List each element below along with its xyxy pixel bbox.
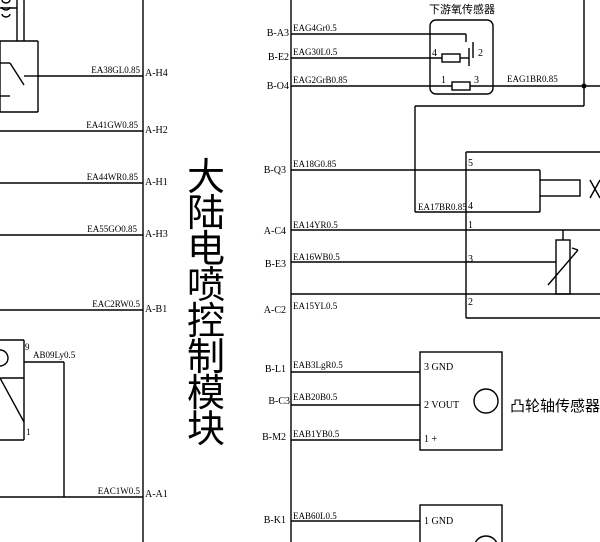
wire-label: EA55GO0.85	[87, 224, 137, 234]
pin-label: A-H3	[145, 229, 168, 240]
pin-label: B-M2	[262, 432, 286, 443]
left-lower-component	[0, 339, 65, 497]
pin-label: A-A1	[145, 489, 168, 500]
throttle-pins: 5 4 1 3 2	[468, 158, 473, 308]
pin-number: 3	[468, 254, 473, 265]
wire-label: EAG4Gr0.5	[293, 23, 337, 33]
wire-label: EAC2RW0.5	[92, 299, 140, 309]
pin-label: A-C4	[264, 226, 286, 237]
wire-label: EAC1W0.5	[98, 486, 141, 496]
pin-label: B-O4	[267, 81, 289, 92]
right-wire-labels: EAG4Gr0.5 EAG30L0.5 EAG2GrB0.85 EA18G0.8…	[293, 23, 348, 521]
pin-label: B-A3	[267, 28, 289, 39]
pin-number: 1	[26, 427, 31, 437]
pin-number: 2	[468, 297, 473, 308]
pin-number: 3	[474, 75, 479, 86]
terminal-label: 1 +	[424, 434, 438, 445]
wire-label: EA16WB0.5	[293, 252, 340, 262]
o2-sensor-symbol	[291, 0, 600, 212]
wire-label: EA17BR0.85	[418, 202, 467, 212]
relay-component	[0, 0, 143, 113]
cam-sensor-terminals: 3 GND 2 VOUT 1 +	[424, 362, 459, 445]
terminal-label: 2 VOUT	[424, 400, 459, 411]
wire-label: EAG1BR0.85	[507, 74, 558, 84]
wire-label: EAG2GrB0.85	[293, 75, 348, 85]
wire-label: EA41GW0.85	[86, 120, 138, 130]
wire-label: EA18G0.85	[293, 159, 337, 169]
wire-label: EAG30L0.5	[293, 47, 338, 57]
o2-sensor-pins: 4 2 1 3	[432, 48, 483, 86]
pin-label: A-B1	[145, 304, 167, 315]
left-component-labels: 9 AB09Ly0.5 1	[25, 342, 76, 437]
wire-label: AB09Ly0.5	[33, 350, 76, 360]
wire-label: EA44WR0.85	[87, 172, 139, 182]
wire-label: EA15YL0.5	[293, 301, 338, 311]
title-char: 大	[187, 155, 225, 199]
module-title: 大 陆 电 喷 控 制 模 块	[187, 155, 225, 451]
pin-label: B-C3	[268, 396, 290, 407]
pin-number: 9	[25, 342, 30, 352]
wire-label: EAB1YB0.5	[293, 429, 340, 439]
pin-number: 4	[468, 201, 473, 212]
title-char: 喷	[187, 263, 225, 307]
pin-label: B-L1	[265, 364, 286, 375]
pin-label: B-E2	[268, 52, 289, 63]
right-pin-labels: B-A3 B-E2 B-O4 B-Q3 A-C4 B-E3 A-C2 B-L1 …	[262, 28, 290, 526]
o2-sensor-label: 下游氧传感器	[429, 2, 495, 16]
wire-label: EA14YR0.5	[293, 220, 338, 230]
bottom-sensor-symbol	[291, 504, 503, 542]
cam-sensor-label: 凸轮轴传感器	[510, 397, 600, 415]
pin-number: 2	[478, 48, 483, 59]
wire-label: EAB3LgR0.5	[293, 360, 343, 370]
wire-label: EAB20B0.5	[293, 392, 338, 402]
title-char: 制	[187, 335, 225, 379]
cam-sensor-symbol	[291, 351, 503, 451]
pin-label: A-C2	[264, 305, 286, 316]
terminal-label: 3 GND	[424, 362, 453, 373]
pin-label: B-E3	[265, 259, 286, 270]
pin-number: 1	[441, 75, 446, 86]
title-char: 电	[187, 227, 225, 271]
title-char: 块	[187, 407, 225, 451]
pin-label: B-Q3	[264, 165, 286, 176]
title-char: 陆	[187, 191, 225, 235]
title-char: 控	[187, 299, 225, 343]
pin-number: 1	[468, 220, 473, 231]
left-wire-labels: EA38GL0.85 EA41GW0.85 EA44WR0.85 EA55GO0…	[86, 65, 140, 496]
terminal-label: 1 GND	[424, 516, 453, 527]
pin-label: A-H4	[145, 68, 168, 79]
left-pin-labels: A-H4 A-H2 A-H1 A-H3 A-B1 A-A1	[145, 68, 168, 500]
pin-label: A-H2	[145, 125, 168, 136]
pin-label: A-H1	[145, 177, 168, 188]
pin-number: 5	[468, 158, 473, 169]
pin-number: 4	[432, 48, 437, 59]
title-char: 模	[187, 371, 225, 415]
pin-label: B-K1	[264, 515, 286, 526]
throttle-actuator	[291, 151, 600, 319]
wire-label: EA38GL0.85	[91, 65, 140, 75]
wire-label: EAB60L0.5	[293, 511, 337, 521]
junction-dot	[581, 83, 587, 89]
